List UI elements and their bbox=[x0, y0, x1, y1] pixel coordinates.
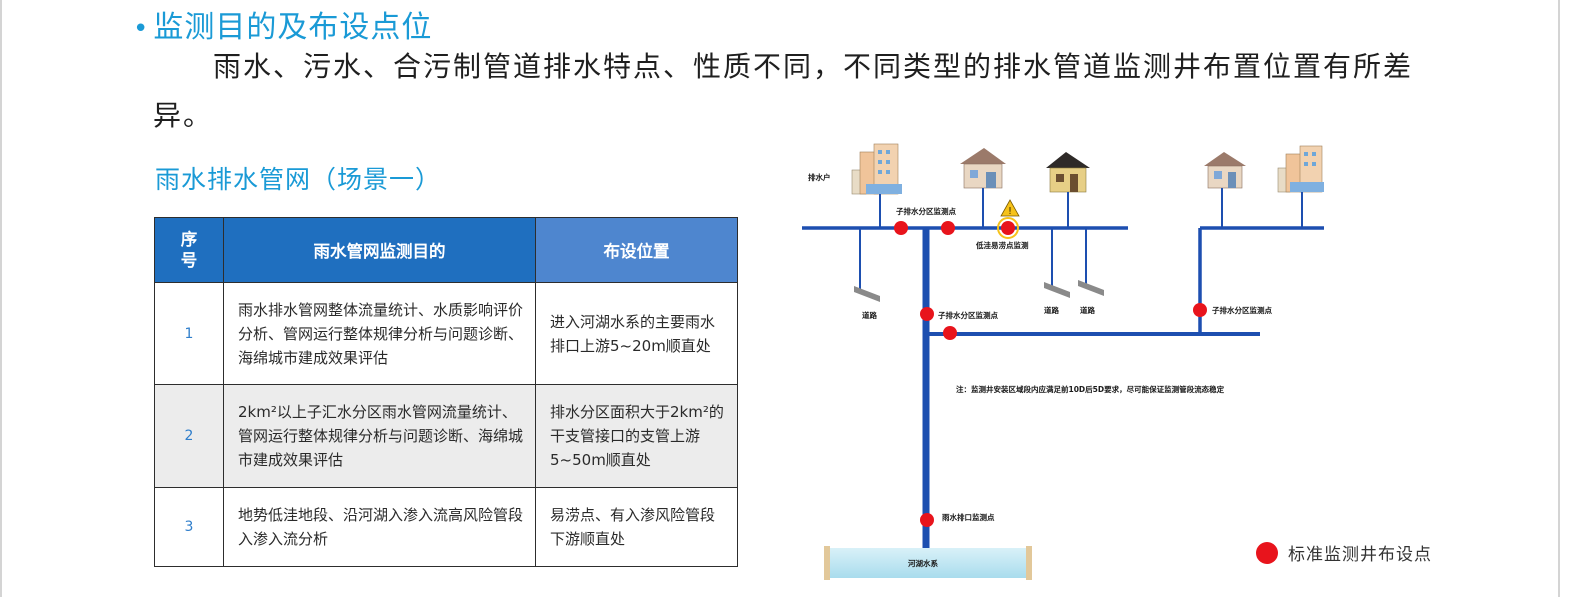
label-river: 河湖水系 bbox=[908, 558, 938, 568]
row-goal: 地势低洼地段、沿河湖入渗入流高风险管段入渗入流分析 bbox=[223, 487, 536, 567]
row-goal: 2km²以上子汇水分区雨水管网流量统计、管网运行整体规律分析与问题诊断、海绵城市… bbox=[223, 384, 536, 488]
label-subzone-mid: 子排水分区监测点 bbox=[938, 310, 998, 320]
building-house-3 bbox=[1204, 152, 1246, 189]
monitoring-point bbox=[894, 221, 908, 235]
table-header-row: 序 号 雨水管网监测目的 布设位置 bbox=[154, 217, 738, 283]
right-border bbox=[1558, 0, 1560, 597]
row-position: 进入河湖水系的主要雨水排口上游5~20m顺直处 bbox=[535, 282, 738, 385]
label-note: 注：监测井安装区域段内应满足前10D后5D要求，尽可能保证监测管段流态稳定 bbox=[956, 384, 1225, 394]
label-road-left: 道路 bbox=[862, 310, 877, 320]
intro-paragraph: 雨水、污水、合污制管道排水特点、性质不同，不同类型的排水管道监测井布置位置有所差… bbox=[153, 50, 1414, 132]
road-grates bbox=[854, 280, 1104, 302]
scenario-subheading: 雨水排水管网（场景一） bbox=[155, 165, 442, 194]
legend-text: 标准监测井布设点 bbox=[1288, 545, 1432, 565]
building-tower-left bbox=[851, 143, 902, 195]
table-row: 2 2km²以上子汇水分区雨水管网流量统计、管网运行整体规律分析与问题诊断、海绵… bbox=[154, 384, 738, 488]
warning-icon: ! bbox=[1000, 199, 1020, 217]
row-number: 3 bbox=[154, 487, 224, 567]
row-number: 1 bbox=[154, 282, 224, 385]
monitoring-point bbox=[920, 513, 934, 527]
monitoring-point bbox=[1193, 303, 1207, 317]
label-household: 排水户 bbox=[808, 172, 831, 182]
river bbox=[824, 546, 1032, 580]
road-drain-pipes bbox=[859, 228, 1087, 290]
left-border bbox=[0, 0, 2, 597]
monitoring-point bbox=[920, 307, 934, 321]
label-subzone-top: 子排水分区监测点 bbox=[896, 206, 956, 216]
building-house-1 bbox=[960, 148, 1006, 189]
section-heading: •监测目的及布设点位 bbox=[133, 2, 432, 46]
label-outfall: 雨水排口监测点 bbox=[942, 512, 995, 522]
monitoring-point bbox=[943, 326, 957, 340]
legend-dot-icon bbox=[1256, 541, 1278, 564]
col-header-position: 布设位置 bbox=[535, 217, 738, 283]
main-pipes bbox=[802, 226, 1324, 560]
monitoring-point bbox=[1001, 221, 1015, 235]
row-number: 2 bbox=[154, 384, 224, 488]
section-heading-text: 监测目的及布设点位 bbox=[153, 10, 433, 45]
building-house-2 bbox=[1046, 152, 1090, 193]
row-position: 排水分区面积大于2km²的干支管接口的支管上游5~50m顺直处 bbox=[535, 384, 738, 488]
pipe-network-diagram: ! 排水户 子排水分区监测点 低洼易涝点监测 道路 道路 道路 子排水分区监测点… bbox=[802, 143, 1324, 580]
monitoring-table: 序 号 雨水管网监测目的 布设位置 1 雨水排水管网整体流量统计、水质影响评价分… bbox=[154, 217, 738, 567]
label-low-point: 低洼易涝点监测 bbox=[975, 240, 1029, 250]
label-road-mid1: 道路 bbox=[1044, 305, 1060, 315]
label-subzone-right: 子排水分区监测点 bbox=[1212, 305, 1272, 315]
building-tower-right bbox=[1277, 145, 1324, 193]
monitoring-point bbox=[941, 221, 955, 235]
col-header-goal: 雨水管网监测目的 bbox=[223, 217, 536, 283]
svg-text:!: ! bbox=[1008, 206, 1012, 217]
col-header-no: 序 号 bbox=[154, 217, 224, 283]
table-row: 1 雨水排水管网整体流量统计、水质影响评价分析、管网运行整体规律分析与问题诊断、… bbox=[154, 282, 738, 385]
service-pipes bbox=[879, 188, 1303, 227]
legend: 标准监测井布设点 bbox=[1256, 540, 1432, 565]
monitoring-points bbox=[894, 221, 1207, 527]
low-point-ring bbox=[997, 217, 1019, 239]
row-goal: 雨水排水管网整体流量统计、水质影响评价分析、管网运行整体规律分析与问题诊断、海绵… bbox=[223, 282, 536, 385]
row-position: 易涝点、有入渗风险管段下游顺直处 bbox=[535, 487, 738, 567]
col-header-no-line2: 号 bbox=[180, 251, 198, 270]
bullet-icon: • bbox=[133, 14, 150, 44]
col-header-no-line1: 序 bbox=[180, 230, 198, 249]
table-row: 3 地势低洼地段、沿河湖入渗入流高风险管段入渗入流分析 易涝点、有入渗风险管段下… bbox=[154, 487, 738, 567]
label-road-mid2: 道路 bbox=[1080, 305, 1096, 315]
